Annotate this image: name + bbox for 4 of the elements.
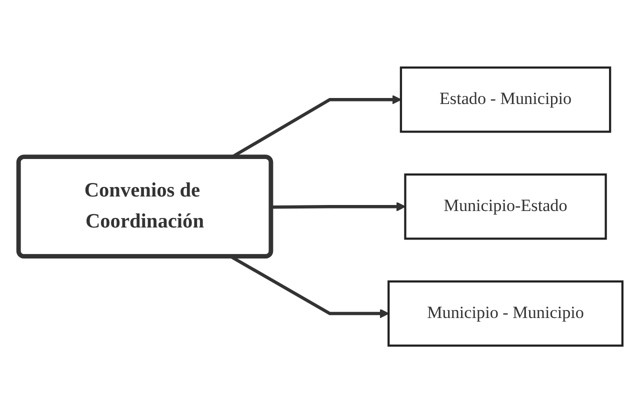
- node-box: Municipio - Municipio: [388, 280, 624, 348]
- arrow: [271, 202, 406, 212]
- node-box: Municipio-Estado: [404, 174, 607, 240]
- node-box: Estado - Municipio: [400, 66, 612, 134]
